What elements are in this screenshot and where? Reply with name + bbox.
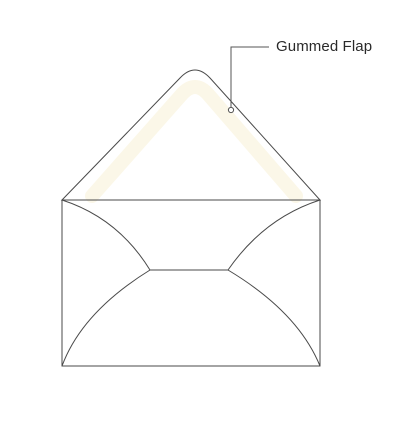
gummed-band: [85, 80, 303, 203]
callout-anchor-marker: [227, 106, 235, 114]
envelope-body: [61, 199, 321, 367]
left-side-fold: [61, 199, 151, 271]
right-side-fold: [227, 199, 321, 271]
gummed-flap-label: Gummed Flap: [276, 38, 373, 55]
callout-leader-line: [230, 46, 269, 110]
bottom-flap: [61, 269, 321, 367]
